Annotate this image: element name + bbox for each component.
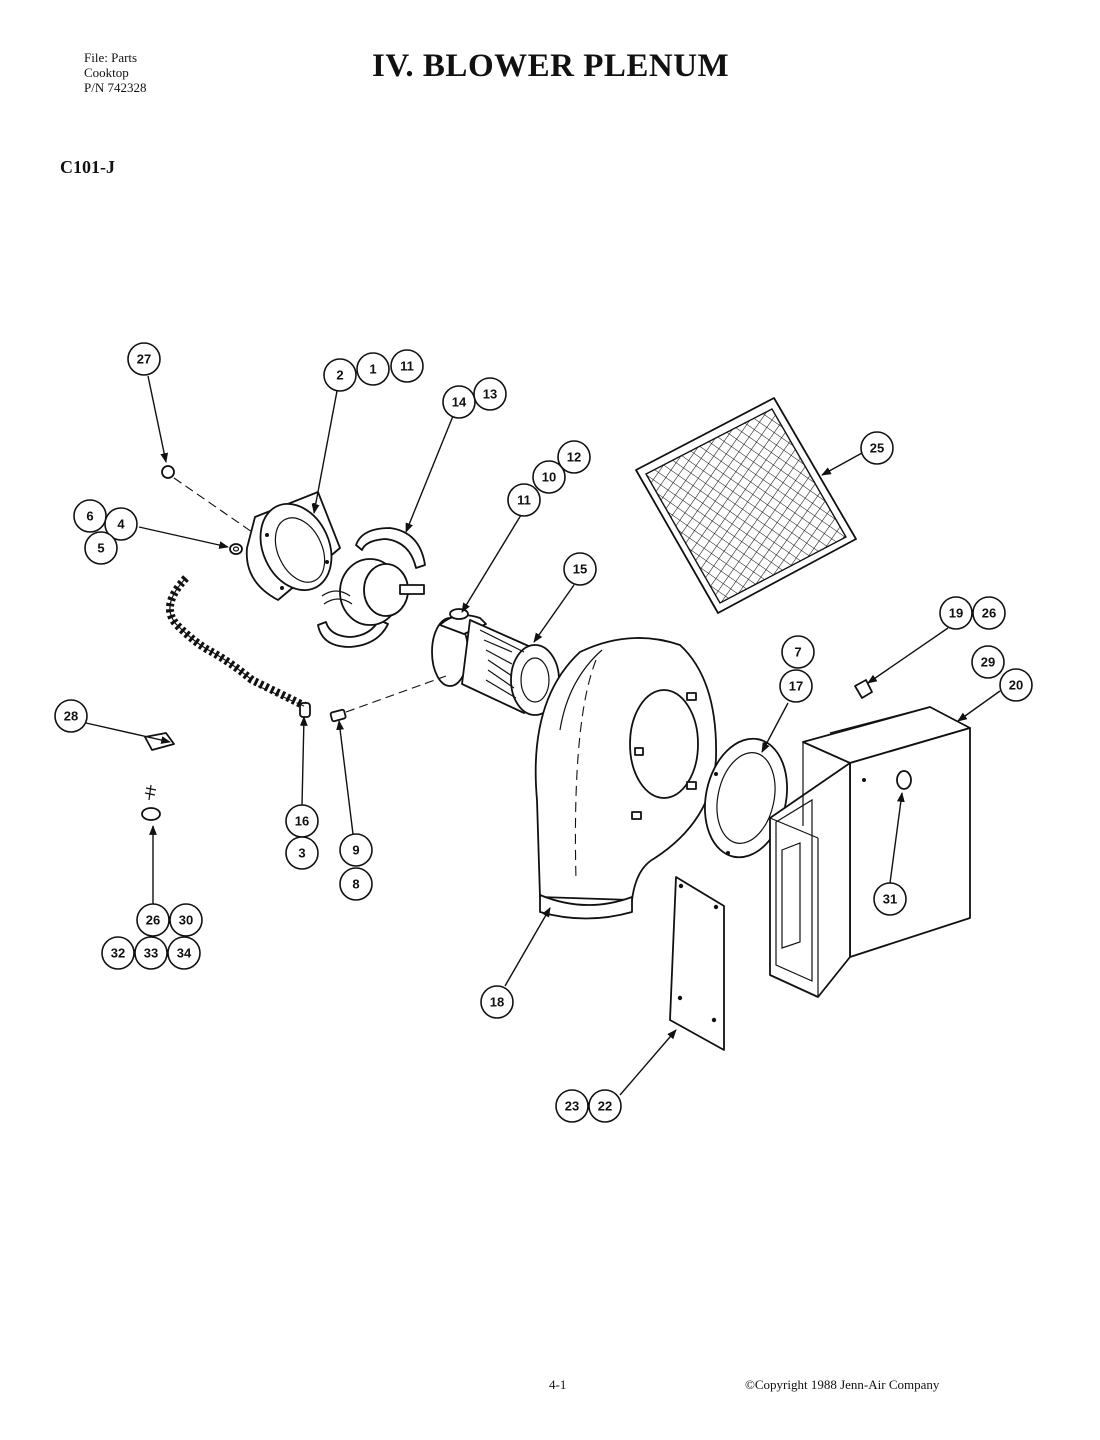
- wire-harness-part: [165, 575, 307, 710]
- callout-3: 3: [285, 836, 319, 870]
- callout-30: 30: [169, 903, 203, 937]
- file-line: File: Parts: [84, 50, 138, 65]
- model-number: C101-J: [60, 157, 115, 177]
- assembly-line: [173, 477, 253, 533]
- callout-7: 7: [781, 635, 815, 669]
- callout-17: 17: [779, 669, 813, 703]
- callout-23: 23: [555, 1089, 589, 1123]
- svg-text:26: 26: [146, 913, 160, 928]
- blower-wheel-part: [431, 608, 560, 716]
- file-line: Cooktop: [84, 65, 129, 80]
- svg-text:8: 8: [352, 877, 359, 892]
- svg-text:14: 14: [452, 395, 467, 410]
- nut-part: [161, 465, 175, 479]
- callout-29: 29: [971, 645, 1005, 679]
- callout-32: 32: [101, 936, 135, 970]
- svg-text:31: 31: [883, 892, 897, 907]
- svg-text:18: 18: [490, 995, 504, 1010]
- svg-text:13: 13: [483, 387, 497, 402]
- callout-8: 8: [339, 867, 373, 901]
- svg-text:25: 25: [870, 441, 884, 456]
- svg-text:28: 28: [64, 709, 78, 724]
- cover-plate-part: [669, 876, 725, 1051]
- svg-text:5: 5: [97, 541, 104, 556]
- callout-1: 1: [356, 352, 390, 386]
- callout-10: 10: [532, 460, 566, 494]
- callout-16: 16: [285, 804, 319, 838]
- callout-2: 2: [323, 358, 357, 392]
- screw-set-part: [141, 784, 161, 821]
- file-info: File: Parts Cooktop P/N 742328: [84, 50, 146, 95]
- svg-text:19: 19: [949, 606, 963, 621]
- callout-33: 33: [134, 936, 168, 970]
- screw-part: [329, 708, 347, 723]
- callout-11: 11: [390, 349, 424, 383]
- plenum-box-part: [769, 706, 971, 998]
- callout-20: 20: [999, 668, 1033, 702]
- svg-text:20: 20: [1009, 678, 1023, 693]
- svg-text:34: 34: [177, 946, 192, 961]
- callout-6: 6: [73, 499, 107, 533]
- motor-mount-ring-part: [245, 491, 341, 601]
- svg-text:15: 15: [573, 562, 587, 577]
- svg-text:6: 6: [86, 509, 93, 524]
- svg-text:22: 22: [598, 1099, 612, 1114]
- svg-text:4: 4: [117, 517, 125, 532]
- callout-31: 31: [873, 882, 907, 916]
- callout-25: 25: [860, 431, 894, 465]
- leader-lines: [85, 375, 1001, 1096]
- gasket-part: [704, 737, 788, 859]
- blower-housing-part: [534, 637, 717, 920]
- callout-22: 22: [588, 1089, 622, 1123]
- page-title: IV. BLOWER PLENUM: [372, 48, 730, 84]
- svg-text:1: 1: [369, 362, 376, 377]
- callout-26b: 26: [136, 903, 170, 937]
- svg-text:17: 17: [789, 679, 803, 694]
- clip-part: [854, 679, 873, 699]
- callout-26a: 26: [972, 596, 1006, 630]
- callout-5: 5: [84, 531, 118, 565]
- svg-text:11: 11: [517, 493, 531, 508]
- callout-15: 15: [563, 552, 597, 586]
- callout-11b: 11: [507, 483, 541, 517]
- callout-27: 27: [127, 342, 161, 376]
- blower-motor-part: [321, 558, 425, 626]
- svg-text:11: 11: [400, 359, 414, 374]
- filter-part: [635, 397, 857, 614]
- svg-text:12: 12: [567, 450, 581, 465]
- copyright-notice: ©Copyright 1988 Jenn-Air Company: [745, 1377, 940, 1392]
- grommet-part: [229, 543, 243, 555]
- svg-text:7: 7: [794, 645, 801, 660]
- svg-text:3: 3: [298, 846, 305, 861]
- svg-text:23: 23: [565, 1099, 579, 1114]
- svg-text:16: 16: [295, 814, 309, 829]
- callout-12: 12: [557, 440, 591, 474]
- assembly-line: [345, 675, 447, 713]
- svg-text:33: 33: [144, 946, 158, 961]
- svg-text:10: 10: [542, 470, 556, 485]
- svg-text:32: 32: [111, 946, 125, 961]
- file-line: P/N 742328: [84, 80, 147, 95]
- assembly-line: [257, 685, 305, 707]
- callout-14: 14: [442, 385, 476, 419]
- callout-18: 18: [480, 985, 514, 1019]
- page-number: 4-1: [549, 1377, 567, 1392]
- svg-text:29: 29: [981, 655, 995, 670]
- svg-text:9: 9: [352, 843, 359, 858]
- callout-19: 19: [939, 596, 973, 630]
- callout-4: 4: [104, 507, 138, 541]
- callout-28: 28: [54, 699, 88, 733]
- svg-text:26: 26: [982, 606, 996, 621]
- svg-text:30: 30: [179, 913, 193, 928]
- svg-text:27: 27: [137, 352, 151, 367]
- svg-text:2: 2: [336, 368, 343, 383]
- callout-13: 13: [473, 377, 507, 411]
- callout-9: 9: [339, 833, 373, 867]
- callout-34: 34: [167, 936, 201, 970]
